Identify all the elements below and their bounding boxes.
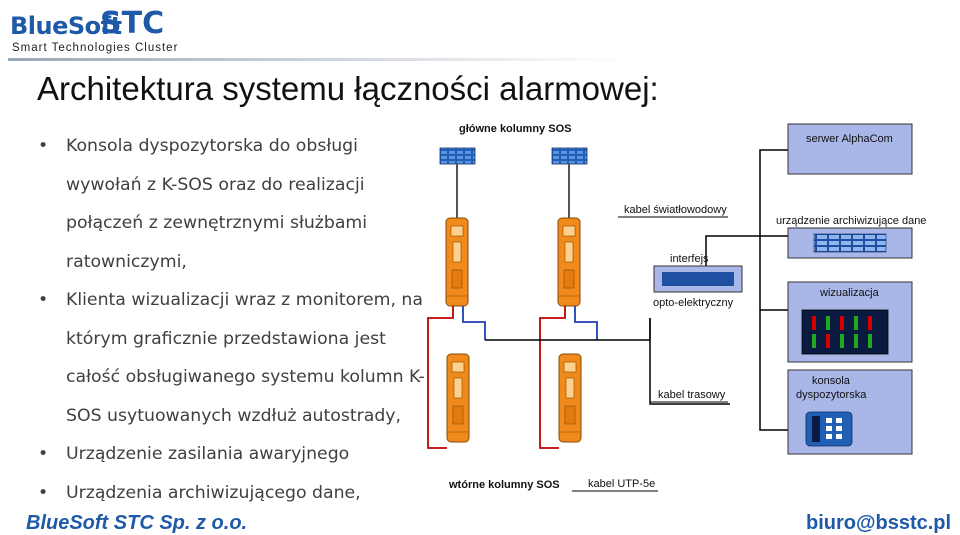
logo-word-stc: STC — [100, 6, 165, 41]
label-utp-cable: kabel UTP-5e — [588, 478, 655, 490]
label-server: serwer AlphaCom — [806, 133, 893, 145]
company-logo: BlueSoft STC Smart Technologies Cluster — [8, 4, 178, 54]
label-interface: interfejs — [670, 253, 709, 265]
server-icon — [787, 123, 913, 175]
bullet-item: Konsola dyspozytorska do obsługi wywołań… — [38, 127, 438, 281]
bullet-list: Konsola dyspozytorska do obsługi wywołań… — [38, 127, 438, 512]
main-sos-column-icon — [445, 217, 469, 307]
bullet-item: Klienta wizualizacji wraz z monitorem, n… — [38, 281, 438, 435]
label-fiber-cable: kabel światłowodowy — [624, 204, 727, 216]
logo-word-bluesoft: BlueSoft — [10, 12, 122, 40]
solar-panel-icon — [551, 147, 588, 218]
label-main-columns: główne kolumny SOS — [459, 123, 571, 135]
label-console-line2: dyspozytorska — [796, 389, 867, 401]
main-sos-column-icon — [557, 217, 581, 307]
bullet-item: Urządzenie zasilania awaryjnego — [38, 435, 438, 474]
label-route-cable: kabel trasowy — [658, 389, 726, 401]
label-archive: urządzenie archiwizujące dane — [776, 215, 926, 227]
secondary-sos-column-icon — [558, 353, 582, 443]
visualization-monitor-icon — [787, 281, 913, 363]
header-divider — [8, 58, 628, 61]
solar-panel-icon — [439, 147, 476, 218]
cable-wiring — [427, 149, 800, 449]
dispatcher-console-icon — [787, 369, 913, 455]
logo-tagline: Smart Technologies Cluster — [12, 42, 179, 54]
secondary-sos-column-icon — [446, 353, 470, 443]
label-visualization: wizualizacja — [819, 287, 880, 299]
bullet-item: Urządzenia archiwizującego dane, — [38, 474, 438, 513]
slide-title: Architektura systemu łączności alarmowej… — [37, 70, 659, 107]
label-interface-type: opto-elektryczny — [653, 297, 734, 309]
footer-company: BlueSoft STC Sp. z o.o. — [26, 512, 248, 534]
optical-interface-device — [653, 265, 743, 293]
archive-device-icon — [787, 227, 913, 259]
label-console-line1: konsola — [812, 375, 851, 387]
footer-email[interactable]: biuro@bsstc.pl — [806, 512, 952, 534]
label-secondary-columns: wtórne kolumny SOS — [448, 479, 560, 491]
